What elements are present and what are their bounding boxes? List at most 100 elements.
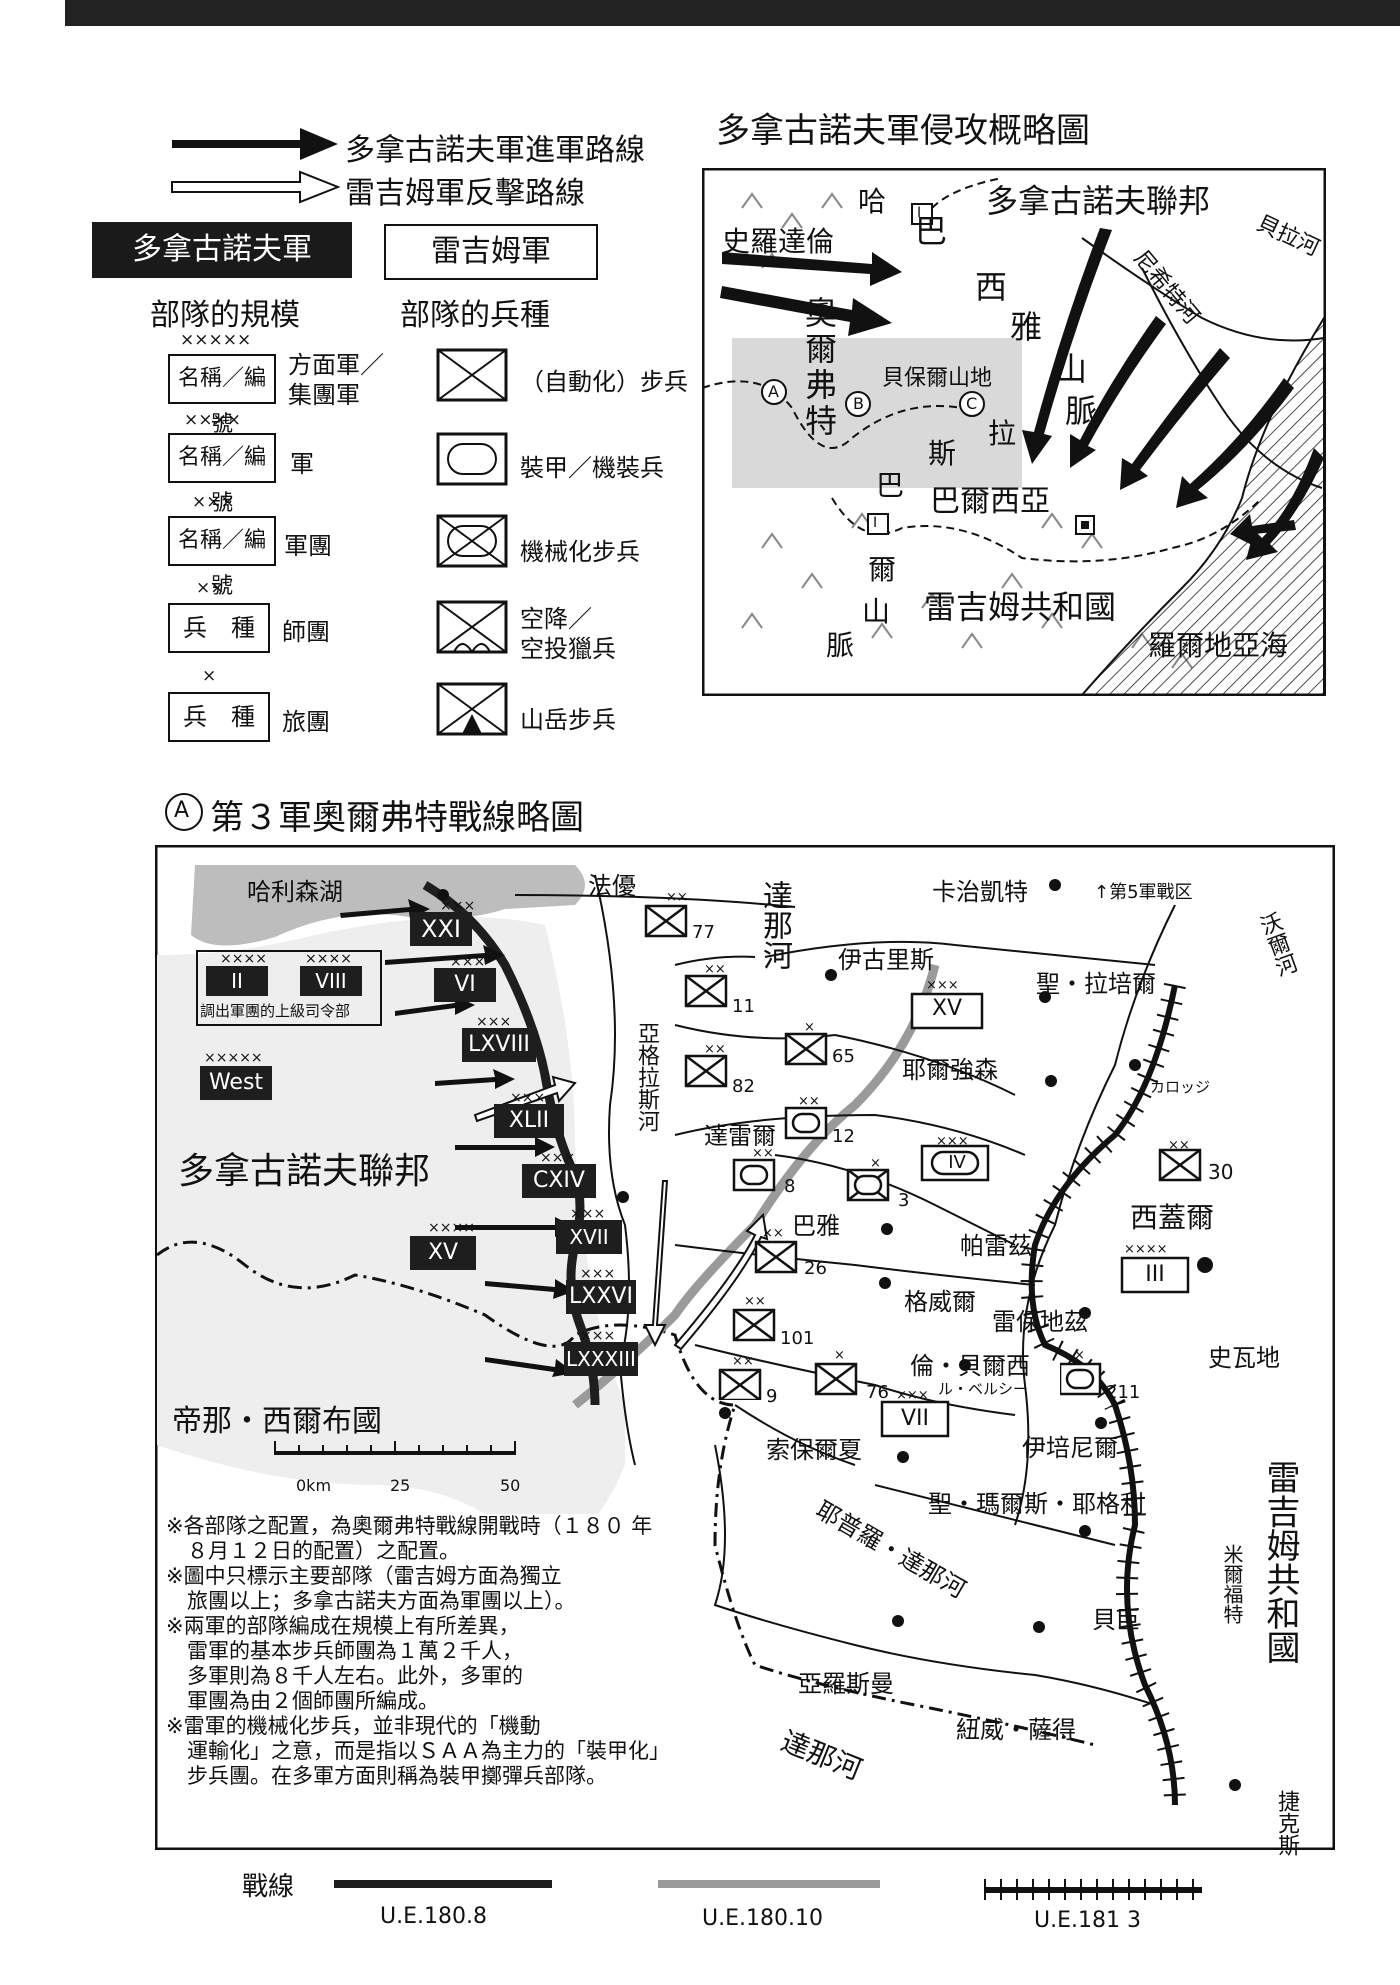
harrison-lake <box>191 865 585 946</box>
dn-unit-marks-vi: ××× <box>450 954 486 970</box>
dn-unit-lxxxiii: LXXXIII <box>564 1342 638 1376</box>
rg-num-65: 65 <box>832 1046 855 1067</box>
overview-map-title: 多拿古諾夫軍侵攻概略圖 <box>716 111 1090 151</box>
size-box-2: 名稱／編號 <box>168 433 276 516</box>
place-lu-beruxi: ル・ベルシー <box>938 1380 1029 1398</box>
type-label-5: 山岳步兵 <box>520 706 616 734</box>
dn-unit-marks-west: ××××× <box>204 1050 263 1066</box>
rg-num-12: 12 <box>832 1126 855 1147</box>
ov-olft: 奧爾弗特 <box>800 296 838 440</box>
rg-unit-211 <box>1060 1362 1102 1396</box>
ov-unit-i-2: I <box>873 515 878 531</box>
place-yeerqiang: 耶爾強森 <box>902 1056 998 1084</box>
place-kaloji: カロッジ <box>1150 1078 1211 1096</box>
airborne-icon <box>436 600 508 654</box>
ov-sea: 羅爾地亞海 <box>1148 629 1289 662</box>
rg-unit-8 <box>732 1158 776 1192</box>
ov-mai: 脈 <box>826 629 855 662</box>
size-box-5: 兵 種 <box>168 692 270 742</box>
place-yipeiniel: 伊培尼爾 <box>1022 1434 1118 1462</box>
size-label-5: 旅團 <box>282 708 330 736</box>
place-lun-beirxi: 倫・貝爾西 <box>910 1352 1030 1380</box>
dn-unit-viii: VIII <box>300 966 362 996</box>
dn-unit-marks-xvii: ××× <box>570 1206 606 1222</box>
rg-num-iv: IV <box>948 1152 966 1173</box>
rg-num-76: 76 <box>866 1382 889 1403</box>
ov-federation: 多拿古諾夫聯邦 <box>986 182 1211 220</box>
ov-bepol: 貝保爾山地 <box>882 366 993 391</box>
rg-marks-211: × <box>1074 1348 1085 1363</box>
note-line-11: 步兵團。在多軍方面則稱為裝甲擲彈兵部隊。 <box>166 1764 607 1788</box>
dn-unit-lxviii: LXVIII <box>462 1028 536 1062</box>
ov-brasia-shan: 山 <box>1055 350 1088 388</box>
rg-num-xv: XV <box>931 996 963 1021</box>
front-legend-title: 戰線 <box>242 1872 295 1902</box>
national-border <box>156 1240 1096 1747</box>
place-shiwadi: 史瓦地 <box>1208 1344 1280 1372</box>
dn-unit-marks-xlii: ××× <box>510 1090 546 1106</box>
ov-ha: 哈 <box>858 185 887 218</box>
dn-unit-marks-cxiv: ××× <box>540 1150 576 1166</box>
counter-arrow-icon <box>171 170 340 204</box>
front-legend-label-2: U.E.180.10 <box>702 1906 823 1931</box>
ov-brasia-1: 巴 <box>915 208 955 254</box>
note-line-4: 旅團以上；多拿古諾夫方面為軍團以上）。 <box>166 1589 576 1613</box>
place-niuwei: 紐威・薩得 <box>956 1716 1076 1744</box>
dn-unit-marks-xv: ×××× <box>428 1220 475 1236</box>
size-marks-4: ×× <box>196 578 225 598</box>
dn-unit-cxiv: CXIV <box>522 1164 596 1198</box>
size-label-3: 軍團 <box>284 532 332 560</box>
place-dana-river: 達那河 <box>757 880 792 970</box>
place-kachikait: 卡治凱特 <box>932 878 1028 906</box>
dn-unit-xxi: XXI <box>410 912 472 946</box>
dn-unit-xlii: XLII <box>494 1104 564 1138</box>
ov-brasia-mai: 脈 <box>1065 392 1098 430</box>
size-box-3: 名稱／編號 <box>168 516 276 599</box>
ov-unit-i-1: I <box>917 205 922 221</box>
place-st-rapel: 聖・拉培爾 <box>1036 970 1156 998</box>
size-marks-5: × <box>202 666 217 686</box>
rg-marks-30: ×× <box>1168 1138 1190 1153</box>
federation-area <box>157 917 625 1542</box>
rg-army-header: 雷吉姆軍 <box>384 224 598 280</box>
rg-unit-76 <box>814 1362 858 1396</box>
rg-marks-101: ×× <box>744 1294 766 1309</box>
rg-marks-vii: ××× <box>896 1388 929 1403</box>
place-gewell: 格威爾 <box>904 1288 976 1316</box>
detail-title-mark <box>165 793 203 831</box>
type-symbols <box>436 348 508 736</box>
counter-routes <box>514 894 1156 1706</box>
dn-hq-box <box>196 950 382 1026</box>
ov-barcia: 巴爾西亞 <box>930 484 1050 519</box>
ov-mark-b: B <box>853 394 864 413</box>
place-yagra-river: 亞格拉斯河 <box>634 1022 659 1132</box>
rg-unit-iii-box <box>1120 1256 1190 1294</box>
front-legend-lines <box>334 1879 1202 1900</box>
border-north <box>702 380 963 449</box>
size-label-4: 師團 <box>282 618 330 646</box>
ov-la: 拉 <box>988 417 1017 450</box>
notes-block: ※各部隊之配置，為奧爾弗特戰線開戰時（１８０ 年 ８月１２日的配置）之配置。 ※… <box>166 1514 670 1789</box>
mech-infantry-icon <box>436 514 508 568</box>
size-label-2: 軍 <box>290 450 314 478</box>
note-line-1: ※各部隊之配置，為奧爾弗特戰線開戰時（１８０ 年 <box>166 1514 653 1538</box>
size-label-1: 方面軍／ 集團軍 <box>288 351 384 409</box>
scale-tick-50: 50 <box>500 1476 521 1495</box>
rg-num-26: 26 <box>804 1258 827 1279</box>
place-yaroseman: 亞羅斯曼 <box>798 1670 894 1698</box>
advance-arrows <box>720 228 1324 560</box>
rg-unit-77 <box>644 904 688 938</box>
type-label-4: 空降／ 空投獵兵 <box>520 605 616 663</box>
overview-map <box>702 168 1326 696</box>
place-fayou: 法優 <box>588 872 636 900</box>
place-palez: 帕雷茲 <box>960 1232 1032 1260</box>
rg-marks-3: × <box>870 1156 881 1171</box>
place-xigail: 西蓋爾 <box>1130 1201 1215 1234</box>
dn-unit-lxxvi: LXXVI <box>566 1280 636 1314</box>
rg-unit-boxes <box>644 904 990 1400</box>
rg-num-77: 77 <box>692 922 715 943</box>
ov-mark-a: A <box>768 382 779 401</box>
rg-unit-11 <box>684 974 728 1008</box>
wo-river <box>1014 904 1176 1526</box>
rg-marks-8: ×× <box>752 1146 774 1161</box>
